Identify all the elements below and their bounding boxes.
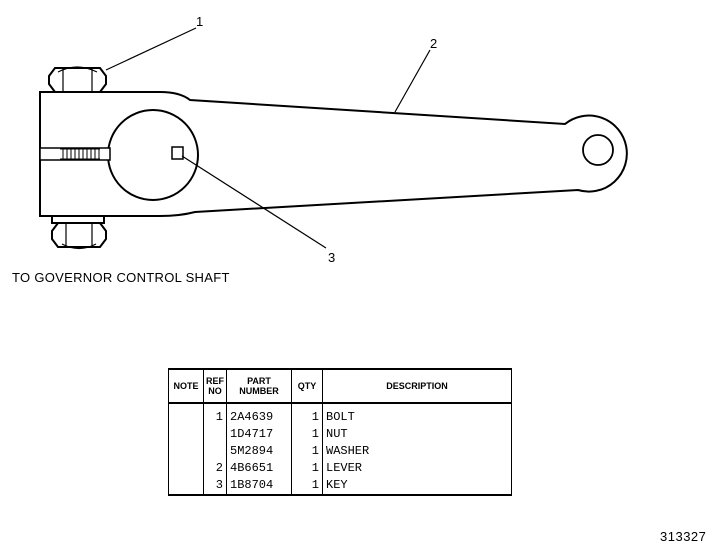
leader-lines [105, 27, 431, 249]
cell-note [168, 443, 204, 460]
leader-1 [105, 27, 197, 71]
cell-description: KEY [322, 477, 512, 496]
cell-note [168, 426, 204, 443]
figure-number: 313327 [660, 529, 707, 544]
cell-ref-no: 1 [203, 409, 227, 426]
washer [51, 215, 105, 224]
callout-3: 3 [328, 250, 335, 265]
cell-qty: 1 [291, 426, 323, 443]
cell-ref-no [203, 443, 227, 460]
nut [51, 222, 107, 250]
cell-qty: 1 [291, 477, 323, 496]
leader-2 [394, 49, 431, 113]
callout-1: 1 [196, 14, 203, 29]
cell-note [168, 477, 204, 496]
table-row: 1D4717 1 NUT [168, 426, 512, 443]
table-row: 3 1B8704 1 KEY [168, 477, 512, 496]
header-description: DESCRIPTION [322, 368, 512, 404]
cell-part-number: 1B8704 [226, 477, 292, 496]
lever [39, 91, 628, 217]
cell-part-number: 5M2894 [226, 443, 292, 460]
cell-description: LEVER [322, 460, 512, 477]
lever-end-hole [582, 134, 614, 166]
cell-ref-no: 3 [203, 477, 227, 496]
cell-description: WASHER [322, 443, 512, 460]
header-part-number: PART NUMBER [226, 368, 292, 404]
cell-part-number: 4B6651 [226, 460, 292, 477]
cell-note [168, 409, 204, 426]
cell-description: NUT [322, 426, 512, 443]
callout-2: 2 [430, 36, 437, 51]
table-row: 2 4B6651 1 LEVER [168, 460, 512, 477]
parts-table: NOTE REF NO PART NUMBER QTY DESCRIPTION … [168, 368, 512, 496]
cell-description: BOLT [322, 409, 512, 426]
keyway [171, 146, 184, 160]
cell-qty: 1 [291, 460, 323, 477]
cell-qty: 1 [291, 409, 323, 426]
bolt-thread [60, 148, 100, 160]
parts-table-header: NOTE REF NO PART NUMBER QTY DESCRIPTION [168, 368, 512, 404]
shaft-bore [107, 109, 199, 201]
cell-ref-no: 2 [203, 460, 227, 477]
cell-ref-no [203, 426, 227, 443]
drawing-caption: TO GOVERNOR CONTROL SHAFT [12, 270, 230, 285]
table-spacer [168, 403, 512, 409]
cell-part-number: 2A4639 [226, 409, 292, 426]
bolt-head [48, 66, 107, 93]
cell-part-number: 1D4717 [226, 426, 292, 443]
lever-assembly-drawing: 1 2 3 [39, 14, 628, 265]
lever-outline [39, 91, 628, 217]
table-row: 1 2A4639 1 BOLT [168, 409, 512, 426]
cell-qty: 1 [291, 443, 323, 460]
table-row: 5M2894 1 WASHER [168, 443, 512, 460]
cell-note [168, 460, 204, 477]
header-qty: QTY [291, 368, 323, 404]
leader-3 [181, 155, 327, 249]
header-ref-no: REF NO [203, 368, 227, 404]
header-note: NOTE [168, 368, 204, 404]
